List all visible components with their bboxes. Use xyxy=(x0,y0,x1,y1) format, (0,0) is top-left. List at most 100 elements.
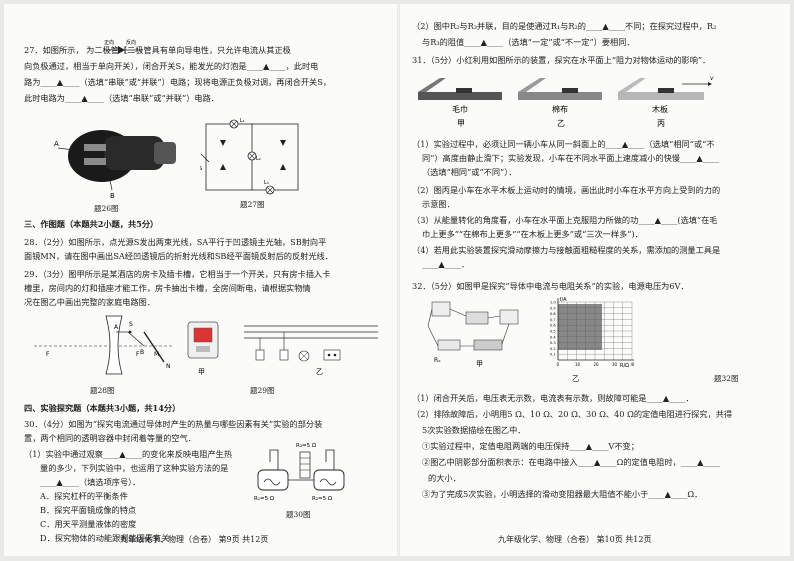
page-fold xyxy=(397,4,400,556)
fig28-f1: F xyxy=(46,351,50,358)
graph-shaded-area xyxy=(558,304,602,350)
fig28-f2: F xyxy=(136,351,140,358)
q31-p1c: （选填“相同”或“不同”）． xyxy=(422,167,517,177)
q27-line1: 27．如图所示， 为二极管（二极管具有单向导电性，只允许电流从其正极 xyxy=(24,45,291,55)
diode-reverse-note: 反向 xyxy=(126,39,136,46)
q31-p4b: ____▲____． xyxy=(422,259,470,269)
graph-y-tick: 0.6 xyxy=(550,324,556,328)
ramp-cotton xyxy=(518,78,602,100)
q31-p2a: （2）图丙是小车在水平木板上运动时的情境，画出此时小车在水平方向上受到的力的 xyxy=(412,185,721,195)
fig28-s: S xyxy=(129,321,133,328)
q32-s2b: 的大小． xyxy=(428,473,461,483)
fig30-apparatus: R₃=5 Ω R₁=5 Ω R₂=5 Ω xyxy=(254,443,345,502)
q31-p2b: 示意图． xyxy=(422,199,455,209)
fig30-r2: R₂=5 Ω xyxy=(312,496,332,502)
q30-line2: 置，两个相同的透明容器中封闭着等量的空气． xyxy=(24,433,196,443)
q29-line3: 况在图乙中画出完整的家庭电路图． xyxy=(24,297,156,307)
fig32-yi-label: 乙 xyxy=(572,374,580,383)
graph-y-tick: 1.0 xyxy=(550,301,556,305)
ramp-label-jia: 甲 xyxy=(457,119,465,128)
fig26-car-charger: A B xyxy=(54,130,176,200)
left-footer: 九年级化学、物理（合卷） 第9页 共12页 xyxy=(120,535,269,544)
graph-gridlines xyxy=(558,301,633,360)
q32-s3: ③为了完成5次实验，小明选择的滑动变阻器最大阻值不能小于____▲____Ω． xyxy=(422,489,703,499)
q30-line5: ____▲____（填选项序号）． xyxy=(40,477,141,487)
fig28-a: A xyxy=(114,324,119,331)
q32-s2a: ②图乙中阴影部分面积表示：在电路中接入____▲____Ω的定值电阻时，____… xyxy=(422,457,720,467)
q28-line1: 28．（2分）如图所示，点光源S发出两束光线，SA平行于凹透镜主光轴，SB射向平 xyxy=(24,237,327,247)
fig28-n: N xyxy=(166,363,171,370)
q30-option-a: A．探究杠杆的平衡条件 xyxy=(40,491,128,501)
ramp-towel xyxy=(418,78,502,100)
graph-x-tick: 40 xyxy=(631,362,635,367)
fig27-circuit: L₁ L₂ L₃ S xyxy=(200,118,299,195)
graph-x-tick: 0 xyxy=(557,362,560,367)
section4-heading: 四、实验探究题（本题共3小题，共14分） xyxy=(24,403,181,413)
graph-y-tick: 0.4 xyxy=(550,335,556,339)
fig28-b: B xyxy=(140,349,144,356)
graph-x-tick: 10 xyxy=(575,362,581,367)
q30-line4: 量的多少，下列实验中，也运用了这种实验方法的是 xyxy=(40,463,229,473)
graph-y-tick: 0.2 xyxy=(550,347,556,351)
graph-y-tick: 0.9 xyxy=(550,306,556,310)
q32-line1: 32．（5分）如图甲是探究“导体中电流与电阻关系”的实验，电源电压为6V． xyxy=(412,281,689,291)
q29-line2: 槽里，房间内的灯和插座才能工作，房卡抽出卡槽，全房间断电，请根据实物情 xyxy=(24,283,311,293)
fig27-l1: L₁ xyxy=(240,118,245,124)
fig32-jia: 甲 xyxy=(476,360,483,368)
q31-p1a: （1）实验过程中，必须让同一辆小车从同一斜面上的____▲____（选填“相同”… xyxy=(412,139,715,149)
graph-x-tick: 20 xyxy=(594,362,600,367)
fig27-l3: L₃ xyxy=(264,180,269,186)
fig26-label-b: B xyxy=(110,192,115,200)
q27-line2: 向负极通过，相当于单向开关），闭合开关S，能发光的灯泡是____▲____，此时… xyxy=(24,61,319,71)
ramp-v-label: v xyxy=(710,75,714,82)
fig27-caption: 题27图 xyxy=(240,200,265,209)
exam-sheet: 27．如图所示， 为二极管（二极管具有单向导电性，只允许电流从其正极 正向 反向… xyxy=(4,4,790,556)
graph-x-tick: 30 xyxy=(612,362,618,367)
q30-2-line2: 与R₃的阻值____▲____（选填“一定”或“不一定”）要相同． xyxy=(422,37,635,47)
ramp-label-yi: 乙 xyxy=(557,119,565,128)
fig27-l2: L₂ xyxy=(256,156,261,162)
fig26-caption: 题26图 xyxy=(94,204,119,213)
fig29-caption: 题29图 xyxy=(250,386,275,395)
diode-symbol: 正向 反向 xyxy=(104,39,142,54)
fig32-caption: 题32图 xyxy=(714,374,739,383)
fig30-caption: 题30图 xyxy=(286,510,311,519)
section3-heading: 三、作图题（本题共2小题，共5分） xyxy=(24,219,159,229)
graph-y-tick: 0.7 xyxy=(550,318,556,322)
fig29-jia: 甲 xyxy=(198,368,205,376)
q31-p3b: 巾上更多”“在棉布上更多”“在木板上更多”或“三次一样多”)． xyxy=(422,229,643,239)
graph-y-tick: 0.1 xyxy=(550,353,556,357)
q31-ramp-figures: v 毛巾 棉布 木板 甲 乙 丙 xyxy=(418,75,714,128)
q27-line4: 此时电路为____▲____（选填“串联”或“并联”）电路． xyxy=(24,93,219,103)
ramp-label-bing: 丙 xyxy=(657,119,665,128)
q31-line1: 31．（5分）小红利用如图所示的装置，探究在水平面上“阻力对物体运动的影响”． xyxy=(412,55,711,65)
q27-line3: 路为____▲____（选填“串联”或“并联”）电路；现将电源正负极对调，再闭合… xyxy=(24,77,332,87)
q32-p2b: 5次实验数据描绘在图乙中． xyxy=(422,425,526,435)
q30-2-line1: （2）图中R₂与R₃并联，目的是使通过R₁与R₂的____▲____不同；在探究… xyxy=(412,21,717,31)
graph-y-label: I/A xyxy=(560,297,567,303)
fig26-label-a: A xyxy=(54,140,59,148)
surface-towel: 毛巾 xyxy=(452,104,468,114)
diode-forward-note: 正向 xyxy=(104,39,114,46)
q31-p1b: 同”）高度由静止滑下；实验发现，小车在不同水平面上速度减小的快慢____▲___… xyxy=(422,153,720,163)
fig29-card-slot-wiring: 甲 乙 xyxy=(187,321,378,376)
graph-x-label: R/Ω xyxy=(620,363,629,369)
q28-line2: 面镜MN，请在图中画出SA经凹透镜后的折射光线和SB经平面镜反射后的反射光线． xyxy=(24,251,333,261)
q30-option-c: C．用天平测量液体的密度 xyxy=(40,519,137,529)
q32-p1: （1）闭合开关后，电压表无示数，电流表有示数，则故障可能是____▲____． xyxy=(412,393,694,403)
fig32-circuit: Rₓ 甲 xyxy=(427,301,519,368)
fig29-yi: 乙 xyxy=(316,368,323,376)
surface-cotton: 棉布 xyxy=(552,104,568,114)
q30-option-d: D．探究物体的动能跟哪些因素有关 xyxy=(40,533,170,543)
graph-y-tick: 0.5 xyxy=(550,330,556,334)
q30-line1: 30．（4分）如图为“探究电流通过导体时产生的热量与哪些因素有关”实验的部分装 xyxy=(24,419,323,429)
ramp-wood xyxy=(618,78,712,100)
q31-p4a: （4）若用此实验装置探究滑动摩擦力与接触面粗糙程度的关系，需添加的测量工具是 xyxy=(412,245,721,255)
graph-y-tick: 0.8 xyxy=(550,312,556,316)
q29-line1: 29．（3分）图甲所示是某酒店的房卡及插卡槽，它相当于一个开关，只有房卡插入卡 xyxy=(24,269,331,279)
q32-p2a: （2）排除故障后，小明用5 Ω、10 Ω、20 Ω、30 Ω、40 Ω的定值电阻… xyxy=(412,409,733,419)
q30-line3: （1）实验中通过观察____▲____的变化来反映电阻产生热 xyxy=(24,449,233,459)
fig32-rx: Rₓ xyxy=(434,357,441,364)
q31-p3a: （3）从能量转化的角度看，小车在水平面上克服阻力所做的功____▲____(选填… xyxy=(412,215,718,225)
